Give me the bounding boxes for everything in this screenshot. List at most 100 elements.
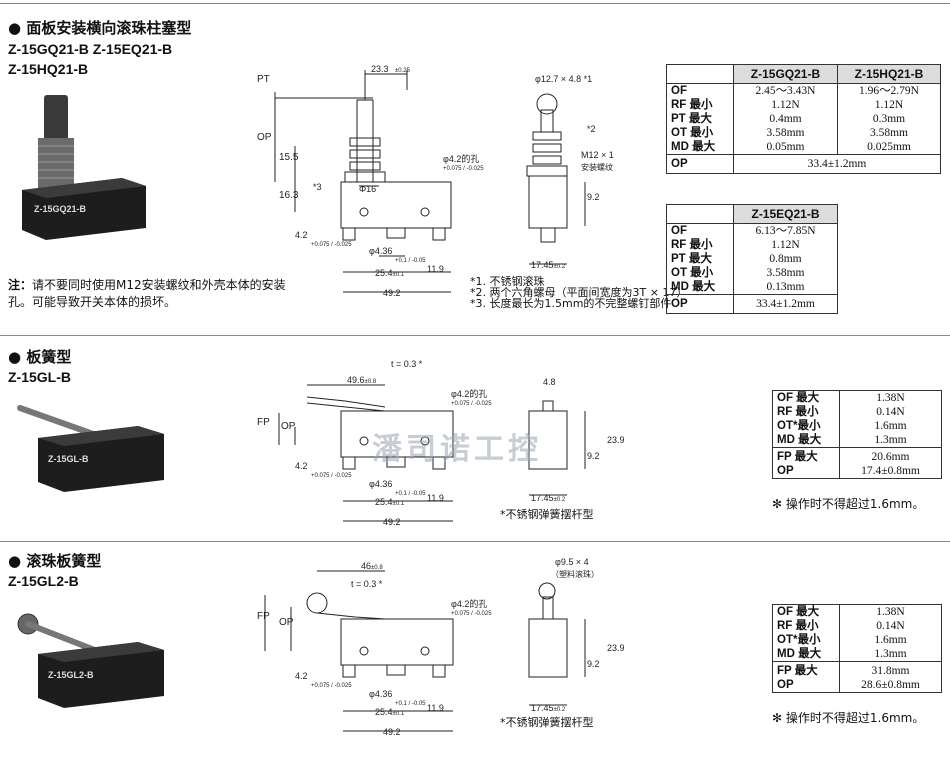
dim-42-tol: +0.075 / -0.025 xyxy=(311,473,352,479)
dim-1745: 17.45±0.2 xyxy=(531,703,566,713)
dim-48: 4.8 xyxy=(543,377,556,387)
dim-233: 23.3 xyxy=(371,64,389,74)
section-1-spec-table-2: Z-15EQ21-B OF RF 最小 PT 最大 OT 最小 MD 最大 6.… xyxy=(666,204,838,314)
section-3-remark: ✻ 操作时不得超过1.6mm。 xyxy=(772,711,925,725)
values-gq21: 2.45～3.43N 1.12N 0.4mm 3.58mm 0.05mm xyxy=(733,83,838,155)
labels-cell: OF 最大 RF 最小 OT*最小 MD 最大 xyxy=(772,604,840,662)
dim-m12-text: 安装螺纹 xyxy=(581,162,613,172)
section-2-model: Z-15GL-B xyxy=(8,369,71,385)
dim-119: 11.9 xyxy=(427,703,444,713)
svg-text:Z-15GL-B: Z-15GL-B xyxy=(48,454,89,464)
dim-star3: *3 xyxy=(313,182,322,192)
section-2-title: ● 板簧型 xyxy=(8,348,72,366)
dim-239: 23.9 xyxy=(607,435,625,445)
dim-254: 25.4±0.1 xyxy=(375,497,405,507)
dim-155: 15.5 xyxy=(279,152,299,163)
op-label: OP xyxy=(666,154,734,174)
dim-163: 16.3 xyxy=(279,190,299,201)
section-1-footnote-2: *2. 两个六角螺母（平面间宽度为3T × 17） xyxy=(470,286,688,299)
section-1-model-1: Z-15GQ21-B Z-15EQ21-B xyxy=(8,41,173,57)
values-hq21: 1.96～2.79N 1.12N 0.3mm 3.58mm 0.025mm xyxy=(836,83,942,155)
dim-op: OP xyxy=(281,421,296,432)
section-2-drawing: t = 0.3 * 49.6±0.8 φ4.2的孔 +0.075 / -0.02… xyxy=(257,359,625,527)
dim-star2: *2 xyxy=(587,124,596,134)
dim-hole-tol: +0.075 / -0.025 xyxy=(443,166,484,172)
op-value: 33.4±1.2mm xyxy=(733,294,838,314)
labels-cell: OF 最大 RF 最小 OT*最小 MD 最大 xyxy=(772,390,840,448)
dim-hole: φ4.2的孔 xyxy=(451,388,487,399)
dim-1745: 17.45±0.2 xyxy=(531,260,566,270)
dim-fp: FP xyxy=(257,611,270,622)
header-hq21: Z-15HQ21-B xyxy=(836,64,942,84)
section-3-spec-table: OF 最大 RF 最小 OT*最小 MD 最大 1.38N 0.14N 1.6m… xyxy=(772,604,942,693)
dim-492: 49.2 xyxy=(383,727,401,737)
section-3-product-image: Z-15GL2-B xyxy=(17,613,164,708)
dim-254: 25.4±0.1 xyxy=(375,707,405,717)
dim-d16: Φ16 xyxy=(359,184,376,194)
section-1-footnote-3: *3. 长度最长为1.5mm的不完整螺钉部件 xyxy=(470,297,672,310)
section-2-spec-table: OF 最大 RF 最小 OT*最小 MD 最大 1.38N 0.14N 1.6m… xyxy=(772,390,942,479)
op-value: 33.4±1.2mm xyxy=(733,154,941,174)
dim-254: 25.4±0.1 xyxy=(375,268,405,278)
dim-436: φ4.36 xyxy=(369,689,392,699)
dim-436-tol: +0.1 / -0.05 xyxy=(395,258,426,264)
dim-op: OP xyxy=(257,132,272,143)
dim-239: 23.9 xyxy=(607,643,625,653)
header-gq21: Z-15GQ21-B xyxy=(733,64,838,84)
fp-op-labels: FP 最大 OP xyxy=(772,447,840,479)
dim-42: 4.2 xyxy=(295,230,308,240)
header-eq21: Z-15EQ21-B xyxy=(733,204,838,224)
dim-t03: t = 0.3 * xyxy=(391,359,423,369)
dim-492: 49.2 xyxy=(383,517,401,527)
dim-92: 9.2 xyxy=(587,659,600,669)
values-eq21: 6.13～7.85N 1.12N 0.8mm 3.58mm 0.13mm xyxy=(733,223,838,295)
section-1-drawing: PT OP 23.3 ±0.25 15.5 16.3 *3 Φ16 φ4.2的孔… xyxy=(257,64,614,298)
dim-t03: t = 0.3 * xyxy=(351,579,383,589)
svg-text:Z-15GQ21-B: Z-15GQ21-B xyxy=(34,204,87,214)
section-divider-1 xyxy=(0,335,950,336)
dim-roller: φ12.7 × 4.8 *1 xyxy=(535,74,592,84)
dim-42-tol: +0.075 / -0.025 xyxy=(311,683,352,689)
svg-text:Z-15GL2-B: Z-15GL2-B xyxy=(48,670,94,680)
labels-cell: OF RF 最小 PT 最大 OT 最小 MD 最大 xyxy=(666,223,734,295)
dim-92: 9.2 xyxy=(587,451,600,461)
dim-436-tol: +0.1 / -0.05 xyxy=(395,491,426,497)
labels-cell: OF RF 最小 PT 最大 OT 最小 MD 最大 xyxy=(666,83,734,155)
dim-op: OP xyxy=(279,617,294,628)
section-3-footnote: *不锈钢弹簧摆杆型 xyxy=(500,716,594,729)
section-2-product-image: Z-15GL-B xyxy=(17,405,164,492)
section-3-drawing: 46±0.8 t = 0.3 * φ9.5 × 4 （塑料滚珠） φ4.2的孔 … xyxy=(257,557,625,737)
dim-492: 49.2 xyxy=(383,288,401,298)
dim-1745: 17.45±0.2 xyxy=(531,493,566,503)
dim-233-tol: ±0.25 xyxy=(395,68,411,74)
values-cell: 1.38N 0.14N 1.6mm 1.3mm xyxy=(839,390,942,448)
dim-hole-tol: +0.075 / -0.025 xyxy=(451,611,492,617)
dim-pt: PT xyxy=(257,74,270,85)
section-1-footnote-1: *1. 不锈钢滚珠 xyxy=(470,275,545,288)
dim-42: 4.2 xyxy=(295,461,308,471)
section-3-model: Z-15GL2-B xyxy=(8,573,79,589)
dim-436: φ4.36 xyxy=(369,246,392,256)
section-1-product-image: Z-15GQ21-B xyxy=(22,95,146,240)
watermark: 潘司诺工控 xyxy=(372,432,542,467)
dim-roller: φ9.5 × 4 xyxy=(555,557,589,567)
fp-op-labels: FP 最大 OP xyxy=(772,661,840,693)
dim-119: 11.9 xyxy=(427,493,444,503)
section-1-spec-table-1: Z-15GQ21-B Z-15HQ21-B OF RF 最小 PT 最大 OT … xyxy=(666,64,942,174)
dim-hole-tol: +0.075 / -0.025 xyxy=(451,401,492,407)
dim-92: 9.2 xyxy=(587,192,600,202)
section-3-title: ● 滚珠板簧型 xyxy=(8,552,102,570)
fp-op-values: 31.8mm 28.6±0.8mm xyxy=(839,661,942,693)
dim-119: 11.9 xyxy=(427,264,444,274)
dim-roller-text: （塑料滚珠） xyxy=(551,569,599,579)
dim-m12: M12 × 1 xyxy=(581,150,614,160)
fp-op-values: 20.6mm 17.4±0.8mm xyxy=(839,447,942,479)
dim-46: 46±0.8 xyxy=(361,561,383,571)
values-cell: 1.38N 0.14N 1.6mm 1.3mm xyxy=(839,604,942,662)
dim-496: 49.6±0.8 xyxy=(347,375,377,385)
section-1-model-2: Z-15HQ21-B xyxy=(8,61,89,77)
dim-hole: φ4.2的孔 xyxy=(451,598,487,609)
section-1-title: ● 面板安装横向滚珠柱塞型 xyxy=(8,19,192,37)
dim-fp: FP xyxy=(257,417,270,428)
dim-436: φ4.36 xyxy=(369,479,392,489)
